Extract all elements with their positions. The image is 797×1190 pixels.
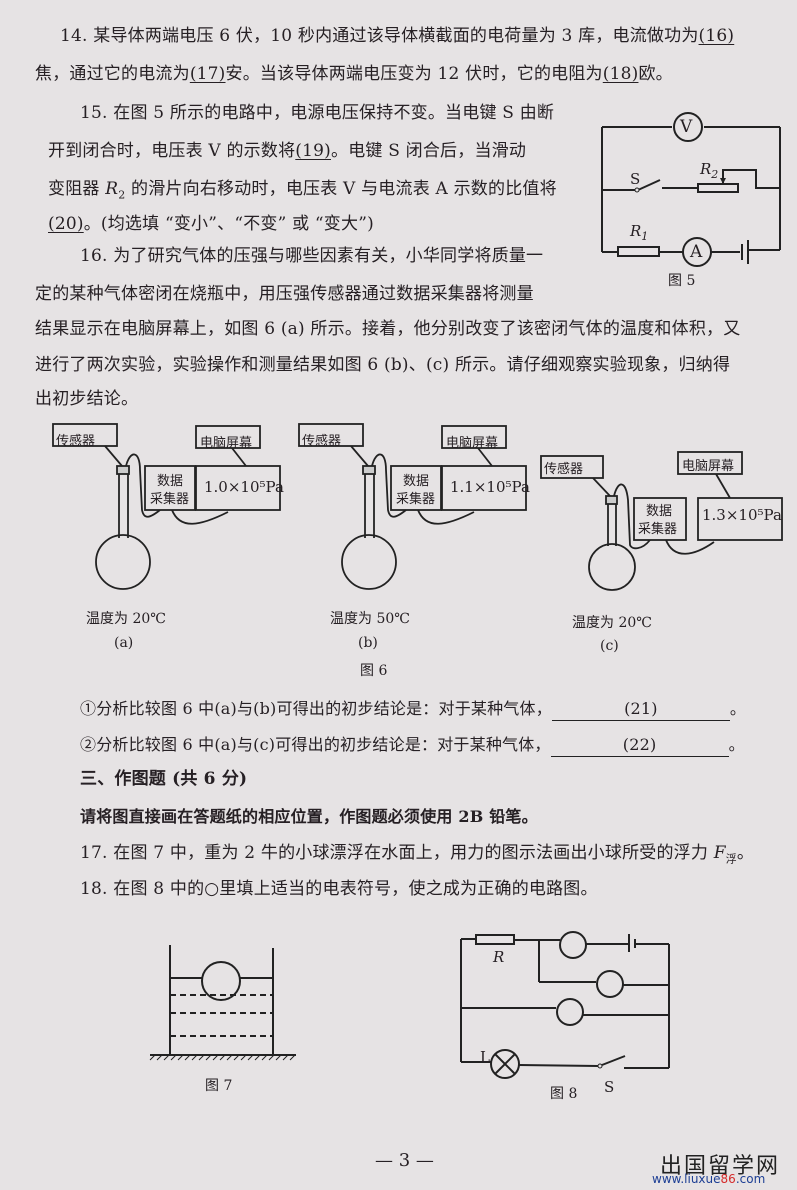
buoyant-force-subscript: 浮 bbox=[725, 852, 737, 866]
q15-text: 。电键 S 闭合后，当滑动 bbox=[331, 141, 527, 161]
q17-body: 17. 在图 7 中，重为 2 牛的小球漂浮在水面上，用力的图示法画出小球所受的… bbox=[80, 843, 714, 863]
switch-label: S bbox=[630, 170, 641, 188]
q14-text: 安。当该导体两端电压变为 12 伏时，它的电阻为 bbox=[225, 64, 603, 84]
answer-prompt: ①分析比较图 6 中(a)与(b)可得出的初步结论是：对于某种气体， bbox=[80, 699, 552, 718]
page-number: — 3 — bbox=[375, 1150, 434, 1171]
q16-line4: 进行了两次实验，实验操作和测量结果如图 6 (b)、(c) 所示。请仔细观察实验… bbox=[35, 355, 731, 375]
q17-text: 17. 在图 7 中，重为 2 牛的小球漂浮在水面上，用力的图示法画出小球所受的… bbox=[80, 843, 755, 866]
q15-line2: 开到闭合时，电压表 V 的示数将(19)。电键 S 闭合后，当滑动 bbox=[48, 140, 526, 162]
blank-19: (19) bbox=[295, 141, 331, 161]
collector-label-b2: 采集器 bbox=[396, 492, 436, 507]
voltmeter-symbol bbox=[673, 112, 703, 142]
q16-line3: 结果显示在电脑屏幕上，如图 6 (a) 所示。接着，他分别改变了该密闭气体的温度… bbox=[35, 319, 741, 339]
figure-7-floating-ball bbox=[149, 945, 296, 1061]
ammeter-symbol bbox=[682, 237, 712, 267]
figure-6-caption: 图 6 bbox=[360, 663, 388, 679]
figure-8-caption: 图 8 bbox=[550, 1086, 578, 1102]
meter-slot-2 bbox=[596, 970, 624, 998]
blank-16: (16) bbox=[698, 26, 735, 46]
figure-8-circuit bbox=[460, 931, 670, 1079]
answer-prompt: ②分析比较图 6 中(a)与(c)可得出的初步结论是：对于某种气体， bbox=[80, 735, 551, 754]
blank-17: (17) bbox=[189, 64, 226, 84]
panel-label-b: (b) bbox=[358, 635, 378, 651]
q14-text: 焦，通过它的电流为 bbox=[35, 64, 190, 84]
q16-line5: 出初步结论。 bbox=[35, 389, 139, 409]
sensor-label-a: 传感器 bbox=[56, 434, 96, 449]
q16-line1: 16. 为了研究气体的压强与哪些因素有关，小华同学将质量一 bbox=[80, 246, 544, 266]
q18-text: 18. 在图 8 中的○里填上适当的电表符号，使之成为正确的电路图。 bbox=[80, 879, 598, 899]
figure-6b-apparatus bbox=[298, 423, 527, 590]
q15-text: 的滑片向右移动时，电压表 V 与电流表 A 示数的比值将 bbox=[125, 179, 557, 199]
panel-label-a: (a) bbox=[114, 635, 134, 651]
ammeter-label: A bbox=[690, 242, 703, 262]
watermark-url: www.liuxue86.com bbox=[652, 1172, 766, 1186]
q16-answer-2: ②分析比较图 6 中(a)与(c)可得出的初步结论是：对于某种气体，(22)。 bbox=[80, 734, 745, 757]
screen-label-b: 电脑屏幕 bbox=[446, 436, 499, 451]
r2-subscript: 2 bbox=[118, 188, 126, 202]
sensor-label-c: 传感器 bbox=[544, 462, 584, 477]
ball-shape bbox=[201, 961, 241, 1001]
figure-6c-apparatus bbox=[540, 451, 783, 591]
q14-text: 14. 某导体两端电压 6 伏，10 秒内通过该导体横截面的电荷量为 3 库，电… bbox=[60, 26, 699, 46]
collector-label-a2: 采集器 bbox=[150, 492, 190, 507]
sensor-label-b: 传感器 bbox=[302, 434, 342, 449]
r2-label: R2 bbox=[700, 160, 719, 181]
blank-20: (20) bbox=[48, 214, 84, 234]
figure-5-caption: 图 5 bbox=[668, 273, 696, 289]
q15-line4: (20)。(均选填 “变小”、“不变” 或 “变大”) bbox=[48, 213, 374, 235]
switch-label-fig8: S bbox=[604, 1078, 615, 1096]
q15-text: 。(均选填 “变小”、“不变” 或 “变大”) bbox=[83, 214, 374, 234]
section-3-instruction: 请将图直接画在答题纸的相应位置，作图题必须使用 2B 铅笔。 bbox=[80, 807, 538, 826]
lamp-shape bbox=[490, 1049, 520, 1079]
pressure-reading-c: 1.3×10⁵Pa bbox=[702, 506, 782, 524]
pressure-reading-a: 1.0×10⁵Pa bbox=[204, 478, 284, 496]
screen-label-c: 电脑屏幕 bbox=[682, 459, 735, 474]
q16-line2: 定的某种气体密闭在烧瓶中，用压强传感器通过数据采集器将测量 bbox=[35, 284, 534, 304]
q15-line3: 变阻器 R2 的滑片向右移动时，电压表 V 与电流表 A 示数的比值将 bbox=[48, 178, 557, 206]
pressure-reading-b: 1.1×10⁵Pa bbox=[450, 478, 530, 496]
voltmeter-label: V bbox=[680, 117, 693, 137]
r2-symbol: R bbox=[105, 179, 119, 199]
q16-answer-1: ①分析比较图 6 中(a)与(b)可得出的初步结论是：对于某种气体，(21)。 bbox=[80, 698, 746, 721]
resistor-shape bbox=[475, 934, 515, 945]
buoyant-force-symbol: F bbox=[713, 843, 726, 863]
lamp-label: L bbox=[480, 1048, 490, 1066]
blank-21: (21) bbox=[551, 698, 730, 721]
collector-label-c1: 数据 bbox=[646, 504, 673, 519]
temperature-b: 温度为 50℃ bbox=[330, 611, 410, 627]
section-3-heading: 三、作图题 (共 6 分) bbox=[80, 769, 248, 789]
q14-line2: 焦，通过它的电流为(17)安。当该导体两端电压变为 12 伏时，它的电阻为(18… bbox=[35, 63, 673, 85]
watermark-logo: 出国留学网 bbox=[660, 1154, 781, 1179]
figure-6a-apparatus bbox=[52, 423, 281, 590]
figure-5-circuit bbox=[601, 112, 781, 267]
meter-slot-1 bbox=[559, 931, 587, 959]
collector-label-b1: 数据 bbox=[403, 474, 430, 489]
meter-slot-3 bbox=[556, 998, 584, 1026]
collector-label-a1: 数据 bbox=[157, 474, 184, 489]
q15-text: 变阻器 bbox=[48, 179, 106, 199]
q15-text: 开到闭合时，电压表 V 的示数将 bbox=[48, 141, 296, 161]
r1-label: R1 bbox=[630, 222, 649, 243]
blank-22: (22) bbox=[550, 734, 729, 757]
resistor-label: R bbox=[493, 948, 505, 966]
collector-label-c2: 采集器 bbox=[638, 522, 678, 537]
temperature-a: 温度为 20℃ bbox=[86, 611, 166, 627]
q14-line1: 14. 某导体两端电压 6 伏，10 秒内通过该导体横截面的电荷量为 3 库，电… bbox=[60, 25, 734, 47]
q14-text: 欧。 bbox=[638, 64, 673, 84]
panel-label-c: (c) bbox=[600, 638, 619, 654]
screen-label-a: 电脑屏幕 bbox=[200, 436, 253, 451]
figure-7-caption: 图 7 bbox=[205, 1078, 233, 1094]
temperature-c: 温度为 20℃ bbox=[572, 615, 652, 631]
q15-line1: 15. 在图 5 所示的电路中，电源电压保持不变。当电键 S 由断 bbox=[80, 103, 555, 123]
blank-18: (18) bbox=[602, 64, 639, 84]
